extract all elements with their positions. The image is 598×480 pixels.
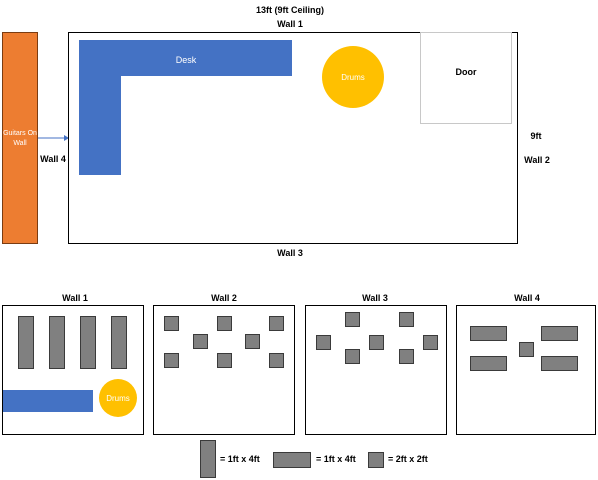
wall-1-label: Wall 1 [277, 19, 303, 29]
legend-horizontal-swatch [273, 452, 311, 468]
panel-square [269, 353, 284, 368]
room-depth-label: 9ft [530, 131, 542, 141]
guitars-on-wall: Guitars On Wall [2, 32, 38, 244]
guitars-label: Guitars On Wall [3, 130, 37, 147]
room-dimension-label: 13ft (9ft Ceiling) [255, 5, 324, 15]
panel-square [345, 349, 360, 364]
wall-2-title: Wall 2 [211, 293, 237, 303]
wall-4-label: Wall 4 [40, 154, 66, 164]
desk-elevation [3, 390, 93, 412]
legend-square-swatch [368, 452, 384, 468]
door-label: Door [455, 67, 477, 77]
desk-side-segment [79, 40, 121, 175]
wall-4-title: Wall 4 [514, 293, 540, 303]
wall-3-title: Wall 3 [362, 293, 388, 303]
panel-square [345, 312, 360, 327]
panel-horizontal [541, 326, 578, 341]
drums-elevation: Drums [99, 379, 137, 417]
panel-square [164, 353, 179, 368]
panel-horizontal [470, 326, 507, 341]
panel-vertical [49, 316, 65, 369]
wall-3-frame [305, 305, 447, 435]
panel-square [245, 334, 260, 349]
panel-square [519, 342, 534, 357]
panel-horizontal [541, 356, 578, 371]
panel-square [217, 316, 232, 331]
panel-vertical [80, 316, 96, 369]
door: Door [420, 32, 512, 124]
panel-square [423, 335, 438, 350]
panel-square [316, 335, 331, 350]
panel-square [269, 316, 284, 331]
legend-vertical-swatch [200, 440, 216, 478]
legend-square-label: = 2ft x 2ft [388, 454, 428, 464]
panel-square [164, 316, 179, 331]
wall-3-label: Wall 3 [277, 248, 303, 258]
panel-vertical [18, 316, 34, 369]
wall-2-label: Wall 2 [524, 155, 550, 165]
legend-horizontal-label: = 1ft x 4ft [316, 454, 356, 464]
wall-1-title: Wall 1 [62, 293, 88, 303]
drums: Drums [322, 46, 384, 108]
panel-square [399, 349, 414, 364]
panel-square [399, 312, 414, 327]
panel-square [193, 334, 208, 349]
panel-square [217, 353, 232, 368]
arrow-icon [38, 135, 69, 141]
legend-vertical-label: = 1ft x 4ft [220, 454, 260, 464]
panel-square [369, 335, 384, 350]
desk-label: Desk [175, 55, 197, 65]
panel-vertical [111, 316, 127, 369]
panel-horizontal [470, 356, 507, 371]
